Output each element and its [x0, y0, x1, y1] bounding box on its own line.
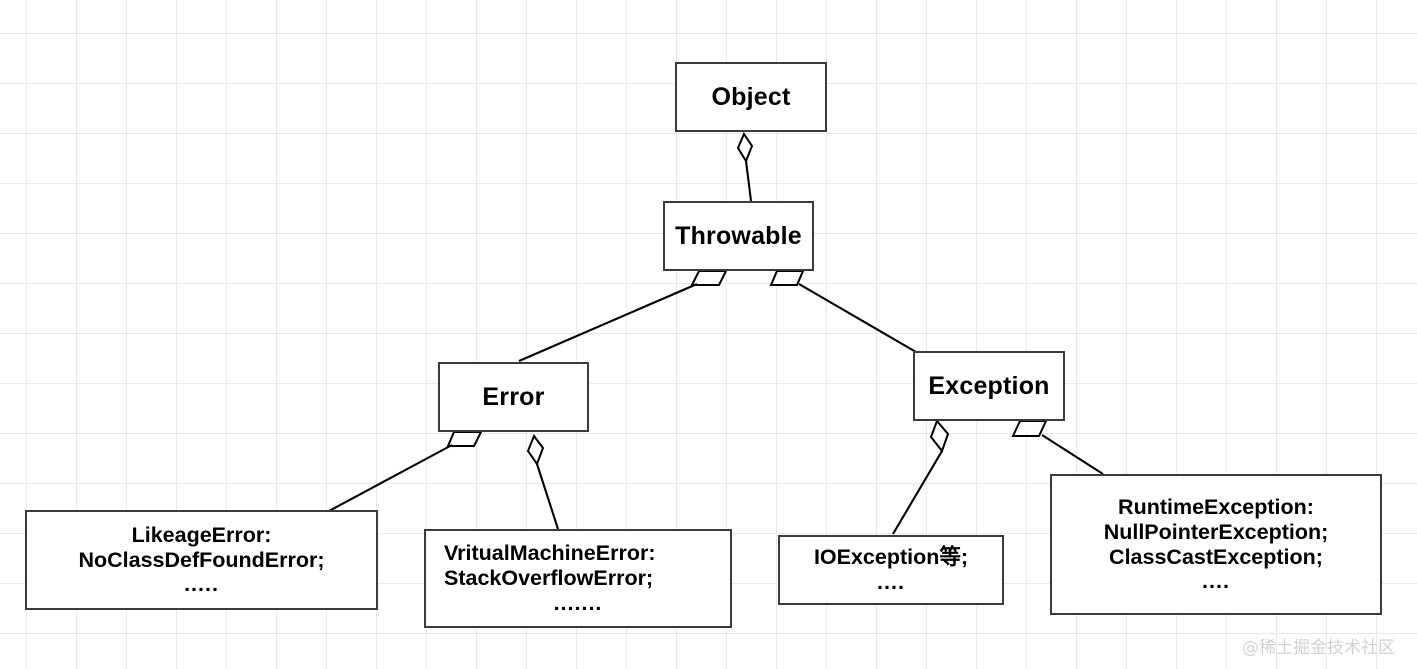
node-runtime-exception-line2: NullPointerException; [1103, 519, 1329, 544]
edge-exception-runtime [1011, 420, 1104, 475]
node-likeage-error[interactable]: LikeageError: NoClassDefFoundError; ....… [25, 510, 378, 610]
node-io-exception-line1: IOException等; [813, 545, 969, 570]
node-vritual-machine-error-line2: StackOverflowError; [444, 566, 654, 591]
node-exception[interactable]: Exception [913, 351, 1065, 421]
watermark: @稀土掘金技术社区 [1242, 638, 1395, 658]
node-exception-label: Exception [928, 371, 1050, 400]
node-likeage-error-line3: ..... [184, 572, 219, 597]
node-object-label: Object [711, 82, 791, 111]
node-throwable-label: Throwable [675, 221, 802, 250]
node-error[interactable]: Error [438, 362, 589, 432]
node-object[interactable]: Object [675, 62, 827, 132]
node-runtime-exception[interactable]: RuntimeException: NullPointerException; … [1050, 474, 1382, 615]
edge-object-throwable [736, 131, 754, 202]
node-throwable[interactable]: Throwable [663, 201, 814, 271]
node-likeage-error-line2: NoClassDefFoundError; [78, 547, 325, 572]
node-vritual-machine-error[interactable]: VritualMachineError: StackOverflowError;… [424, 529, 732, 628]
edge-exception-ioexception [892, 419, 950, 535]
edge-error-likeage [328, 431, 483, 512]
edge-error-vritual [526, 433, 559, 530]
node-vritual-machine-error-line3: ....... [553, 590, 603, 615]
node-runtime-exception-line4: .... [1202, 569, 1230, 594]
node-io-exception-line2: .... [877, 570, 905, 594]
node-io-exception[interactable]: IOException等; .... [778, 535, 1004, 605]
edge-throwable-error [518, 270, 728, 362]
edge-throwable-exception [769, 270, 917, 353]
node-runtime-exception-line1: RuntimeException: [1118, 494, 1314, 519]
node-runtime-exception-line3: ClassCastException; [1109, 544, 1323, 569]
node-error-label: Error [482, 382, 545, 411]
node-likeage-error-line1: LikeageError: [131, 522, 272, 547]
node-vritual-machine-error-line1: VritualMachineError: [444, 541, 656, 566]
